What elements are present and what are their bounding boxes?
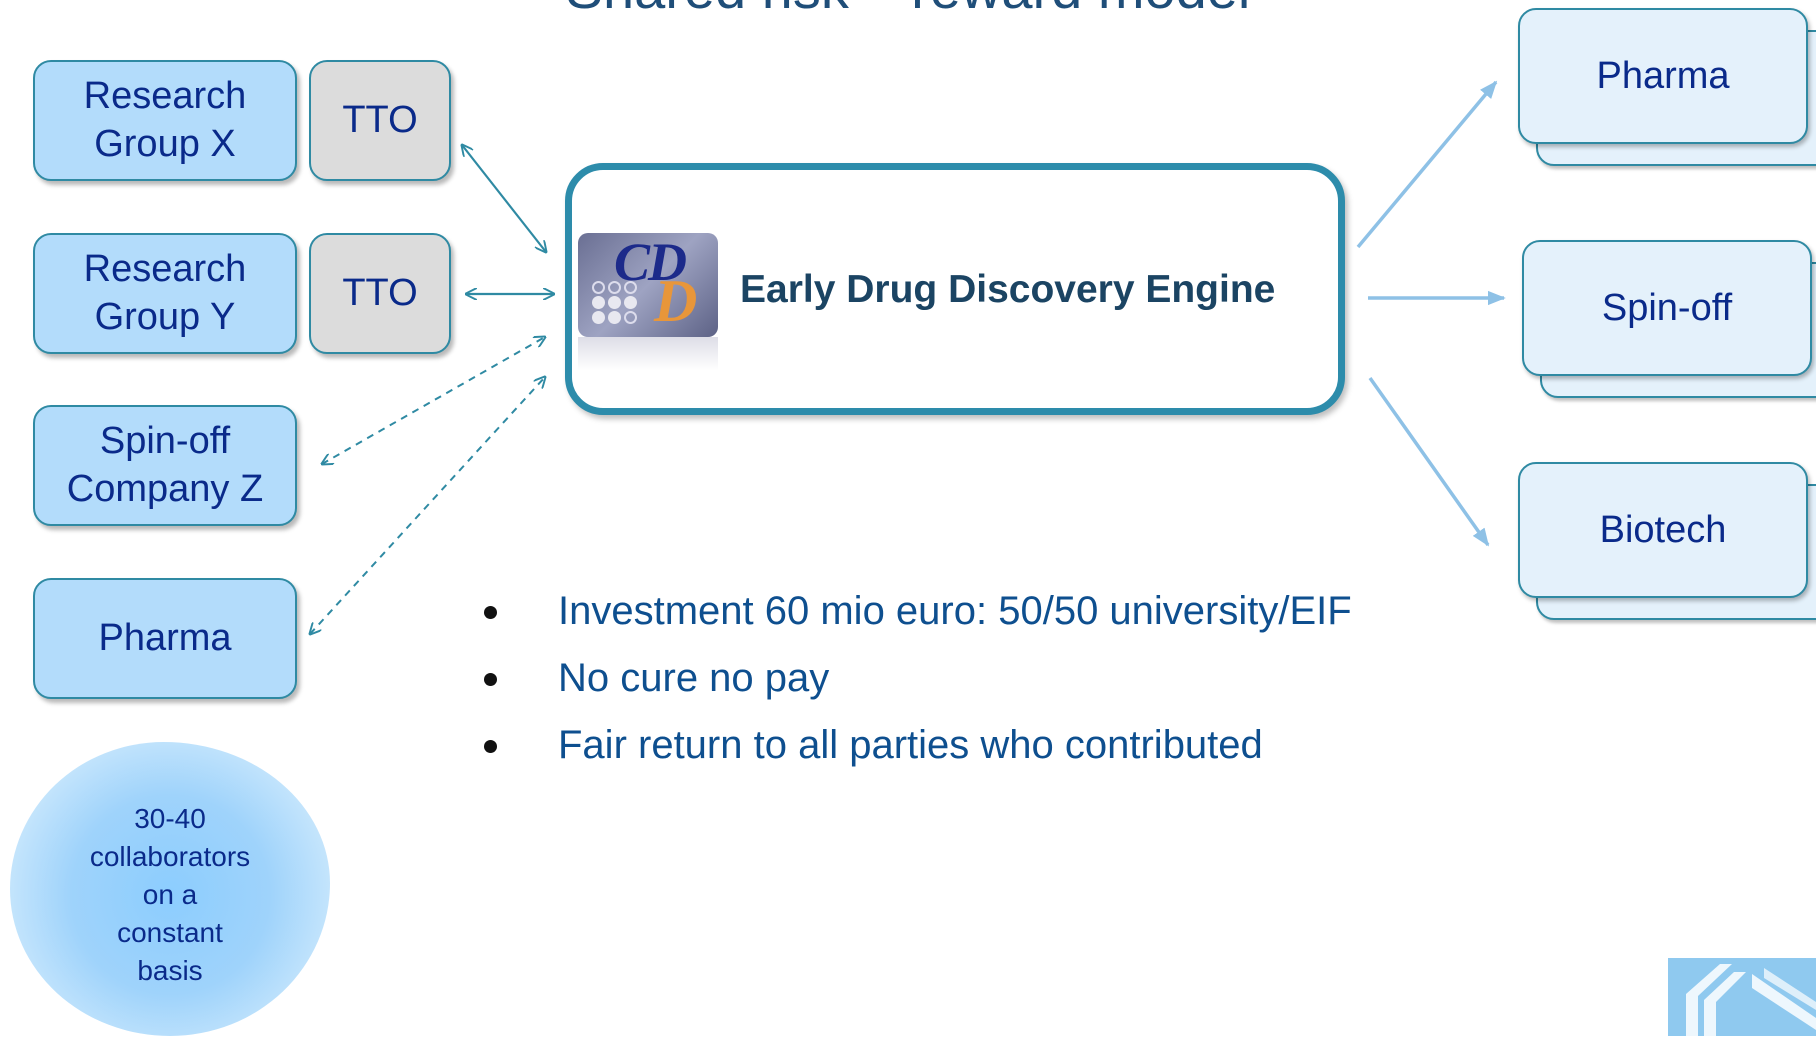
logo-dot	[608, 281, 621, 294]
logo-mark: D	[654, 268, 698, 334]
box-label-line2: Group X	[94, 122, 236, 165]
spin-off-output-stack: Spin-off	[1522, 240, 1816, 400]
logo-dot	[592, 311, 605, 324]
spin-off-output-box: Spin-off	[1522, 240, 1812, 376]
box-label-line2: Company Z	[66, 467, 264, 510]
collaborators-line: basis	[137, 955, 203, 986]
engine-label: Early Drug Discovery Engine	[740, 268, 1276, 311]
slide-title: Shared risk – reward model	[0, 0, 1816, 21]
logo-dot	[592, 296, 605, 309]
arrow-engine-biotech	[1368, 376, 1490, 547]
output-label: Biotech	[1599, 508, 1727, 551]
box-label-line1: Research	[83, 75, 247, 117]
pharma-output-box: Pharma	[1518, 8, 1808, 144]
logo-dot	[624, 281, 637, 294]
logo-dot	[608, 311, 621, 324]
collaborators-line: 30-40	[134, 803, 206, 834]
logo-dot	[624, 296, 637, 309]
logo-dot	[592, 281, 605, 294]
logo-reflection	[578, 337, 718, 371]
bullet-item: Investment 60 mio euro: 50/50 university…	[478, 584, 1352, 651]
pharma-output-stack: Pharma	[1518, 8, 1816, 168]
biotech-output-box: Biotech	[1518, 462, 1808, 598]
bullet-item: Fair return to all parties who contribut…	[478, 718, 1352, 785]
biotech-output-stack: Biotech	[1518, 462, 1816, 622]
box-label-line1: Spin-off	[99, 420, 231, 462]
arrow-tto-x-engine	[462, 145, 546, 252]
cd3-logo-icon: CD D	[578, 233, 718, 337]
logo-dot	[608, 296, 621, 309]
arrow-spin-off-engine	[322, 337, 545, 464]
arrow-pharma-engine	[310, 377, 545, 634]
drug-discovery-engine-box	[565, 163, 1345, 415]
logo-dot	[624, 311, 637, 324]
output-label: Pharma	[1596, 54, 1730, 97]
output-label: Spin-off	[1601, 286, 1733, 329]
key-points-list: Investment 60 mio euro: 50/50 university…	[478, 584, 1352, 785]
tto-box-x: TTO	[309, 60, 451, 181]
collaborators-text: 30-40 collaborators on a constant basis	[55, 800, 285, 990]
tto-label: TTO	[342, 272, 418, 314]
collaborators-line: constant	[117, 917, 223, 948]
pharma-source-box: Pharma	[33, 578, 297, 699]
box-label: Pharma	[98, 616, 232, 659]
collaborators-line: on a	[142, 879, 198, 910]
box-label-line2: Group Y	[94, 295, 236, 338]
box-label-line1: Research	[83, 248, 247, 290]
corner-logo-icon	[1668, 958, 1816, 1036]
bullet-item: No cure no pay	[478, 651, 1352, 718]
tto-label: TTO	[342, 99, 418, 141]
collaborators-bubble	[10, 742, 330, 1036]
collaborators-line: collaborators	[89, 841, 251, 872]
arrow-engine-pharma	[1356, 80, 1498, 249]
